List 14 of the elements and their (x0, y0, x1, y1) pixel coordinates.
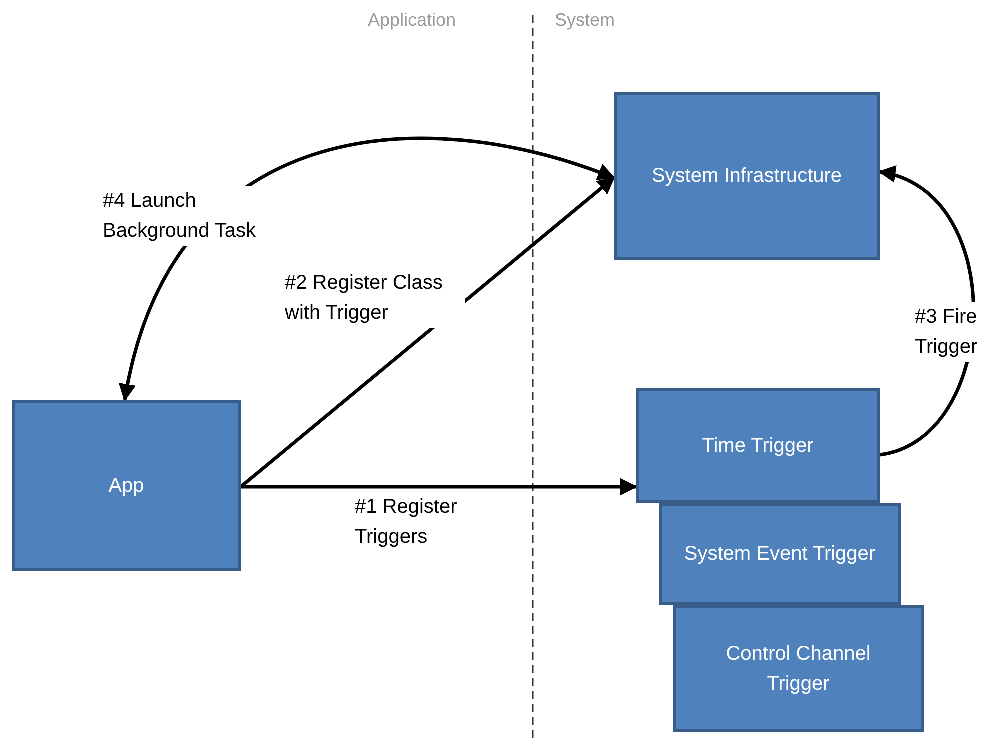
arrow (240, 176, 616, 488)
process-box (673, 605, 924, 732)
box-label: Time Trigger (702, 434, 814, 458)
box-label: System Infrastructure (652, 164, 842, 189)
region-label: System (555, 10, 616, 31)
box-label: Control Channel Trigger (725, 642, 872, 696)
region-label: Application (368, 10, 456, 31)
box-label: App (108, 474, 144, 498)
process-box (614, 92, 880, 260)
process-box (12, 400, 241, 571)
box-label: System Event Trigger (684, 542, 876, 567)
process-box (659, 503, 901, 605)
arrow (241, 478, 638, 496)
process-box (636, 388, 880, 503)
